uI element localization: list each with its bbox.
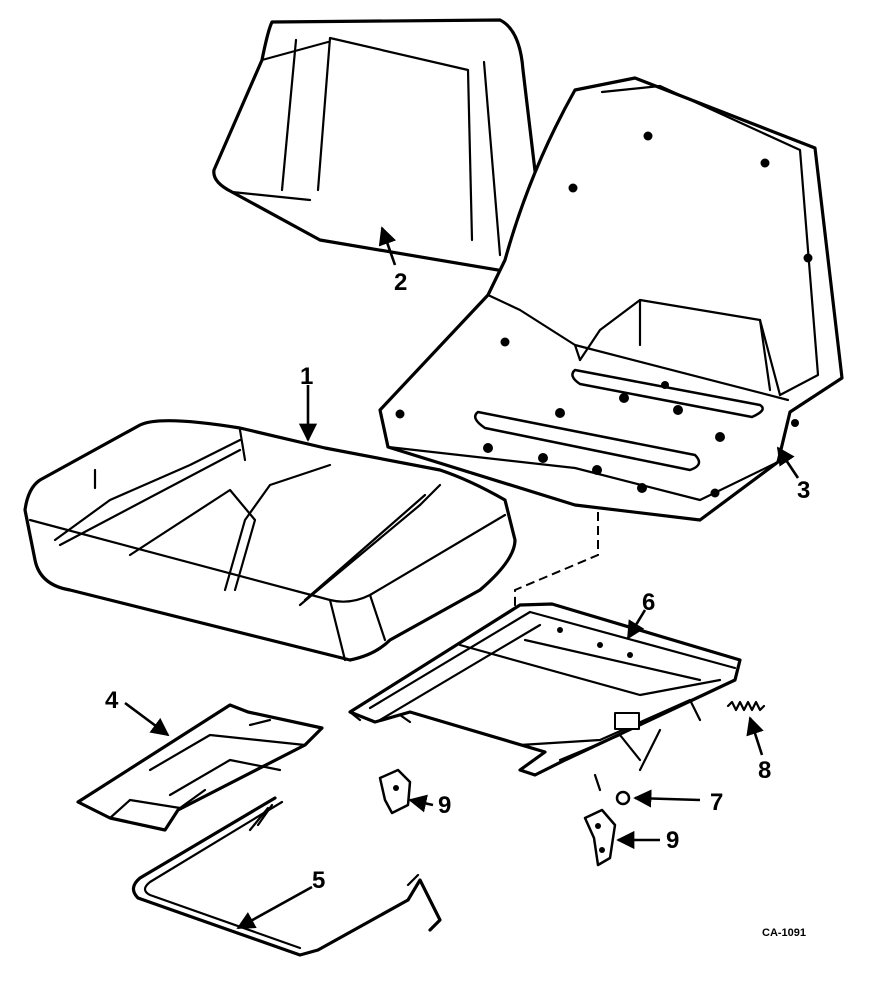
washer: [615, 790, 631, 806]
callout-3-arrow: [776, 446, 800, 479]
seat-cushion: [23, 419, 517, 662]
callout-5-label: 5: [312, 867, 325, 894]
callout-8-arrow: [746, 716, 764, 756]
callout-6-label: 6: [642, 589, 655, 616]
callout-7-label: 7: [710, 789, 723, 816]
back-cushion: [212, 18, 547, 274]
seat-pan: [378, 76, 844, 522]
callout-3-label: 3: [797, 477, 810, 504]
figure-code: CA-1091: [762, 927, 806, 939]
seat-slide: [348, 602, 742, 792]
callout-1-label: 1: [300, 363, 313, 390]
callout-9a-arrow: [408, 794, 434, 813]
callout-4-arrow: [124, 701, 170, 737]
callout-2-arrow: [378, 226, 397, 266]
callout-2-label: 2: [394, 269, 407, 296]
callout-8-label: 8: [758, 757, 771, 784]
adjuster-handle: [131, 796, 442, 957]
alignment-line: [514, 512, 599, 620]
bracket-plate: [76, 703, 324, 832]
callout-9b-label: 9: [666, 827, 679, 854]
callout-6-arrow: [626, 609, 647, 640]
callout-4-label: 4: [105, 687, 119, 714]
callout-7-arrow: [633, 789, 701, 808]
callout-5-arrow: [236, 885, 313, 930]
mounting-bracket: [378, 768, 412, 815]
callout-9a-label: 9: [438, 792, 451, 819]
mounting-bracket: [583, 808, 617, 867]
spring: [726, 700, 766, 712]
